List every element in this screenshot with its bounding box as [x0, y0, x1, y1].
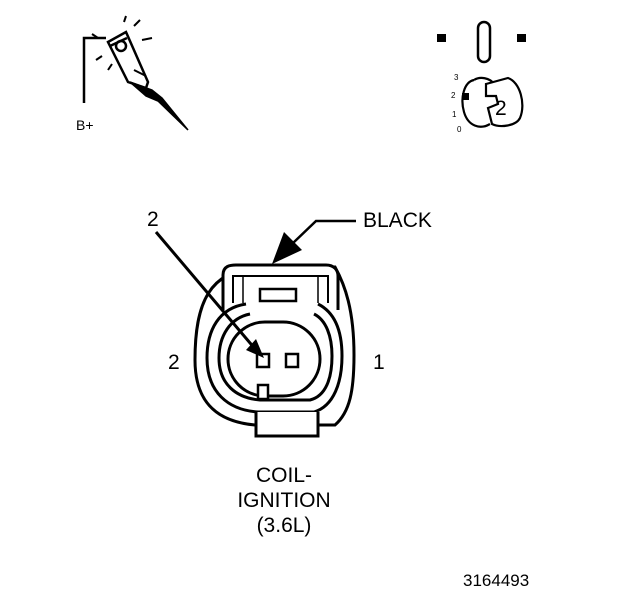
test-probe-icon: [82, 15, 189, 131]
title-line-3: (3.6L): [256, 514, 312, 537]
key-number: 2: [495, 97, 507, 120]
key-position-0: 0: [457, 125, 462, 134]
title-line-2: IGNITION: [237, 489, 331, 512]
connector-body: [193, 263, 356, 438]
color-callout: BLACK: [363, 209, 432, 232]
key-position-1: 1: [452, 110, 457, 119]
key-position-3: 3: [454, 73, 459, 82]
title-line-1: COIL-: [255, 464, 312, 487]
pin-label-right: 1: [373, 351, 385, 374]
connector-title: COIL- IGNITION (3.6L): [214, 463, 354, 538]
cavity-leader-arrow: [154, 231, 264, 358]
color-leader-arrow: [272, 219, 356, 264]
key-position-2: 2: [451, 91, 456, 100]
cavity-1: [284, 352, 300, 369]
figure-number: 3164493: [463, 571, 530, 590]
cavity-2: [255, 352, 271, 369]
pin-label-left: 2: [168, 351, 180, 374]
ignition-key-icon: [437, 20, 526, 128]
b-plus-label: B+: [76, 117, 94, 133]
cavity-callout: 2: [147, 208, 159, 231]
